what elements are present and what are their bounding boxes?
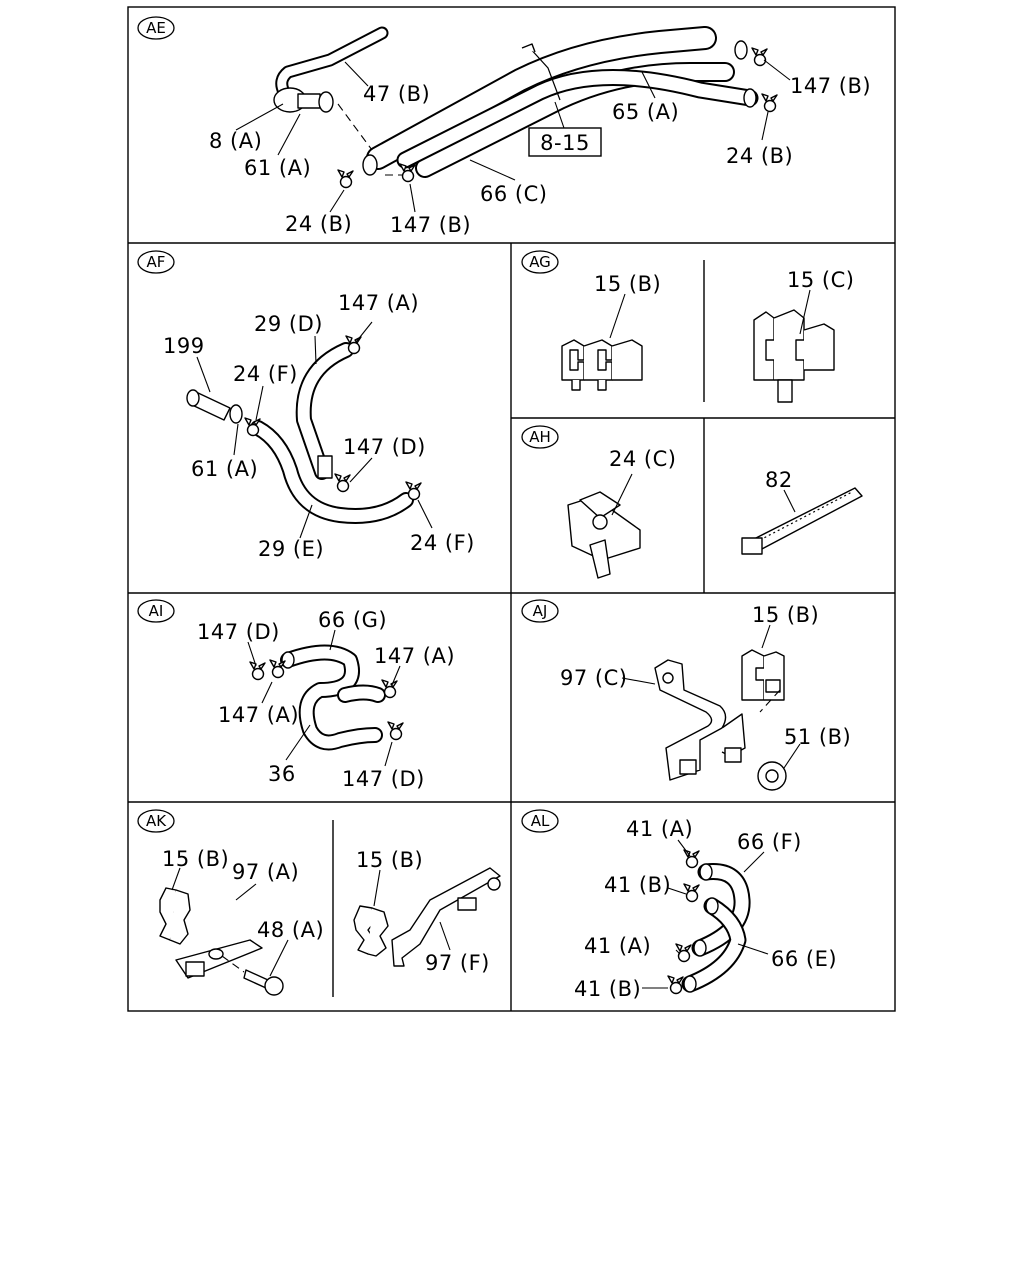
clip-24-c [567, 491, 641, 579]
panel-id-ai: AI [149, 602, 164, 620]
bracket-97-c [654, 659, 746, 781]
label-65-a: 65 (A) [612, 100, 679, 124]
label-15-b: 15 (B) [594, 272, 661, 296]
label-147-a: 147 (A) [338, 291, 419, 315]
label-97-c: 97 (C) [560, 666, 627, 690]
label-15-b-left: 15 (B) [162, 847, 229, 871]
panel-tag-ae [137, 16, 175, 40]
label-8-a: 8 (A) [209, 129, 262, 153]
reference-box [528, 127, 602, 157]
label-24-b-left: 24 (B) [285, 212, 352, 236]
label-24-f-bottom: 24 (F) [410, 531, 475, 555]
panel-tag-ah [521, 425, 559, 449]
panel-af: AF 147 (A) 29 (D) [137, 250, 475, 561]
hose-assembly-af [186, 335, 422, 524]
panel-tag-ag [521, 250, 559, 274]
label-147-d-top: 147 (D) [197, 620, 280, 644]
label-41-b-bottom: 41 (B) [574, 977, 641, 1001]
panel-id-ah: AH [529, 428, 551, 446]
label-82: 82 [765, 468, 793, 492]
hose-assembly-al [667, 849, 751, 995]
label-15-b-right: 15 (B) [356, 848, 423, 872]
panel-ae: AE [137, 16, 871, 237]
panel-id-ak: AK [146, 812, 167, 830]
label-47-b: 47 (B) [363, 82, 430, 106]
panel-id-al: AL [531, 812, 550, 830]
panel-ah: AH 24 (C) 82 [521, 425, 863, 579]
label-29-e: 29 (E) [258, 537, 324, 561]
bracket-97-a [175, 885, 263, 979]
label-147-d: 147 (D) [343, 435, 426, 459]
panel-tag-ak [137, 809, 175, 833]
panel-tag-ai [137, 599, 175, 623]
reference-box-text: 8-15 [540, 131, 590, 155]
panel-al: AL 41 (A) 66 (F) 41 (B) 41 (A) 66 (E) [521, 809, 837, 1001]
label-147-b-left: 147 (B) [390, 213, 471, 237]
panel-tag-aj [521, 599, 559, 623]
label-147-d-bottom: 147 (D) [342, 767, 425, 791]
label-147-b-right: 147 (B) [790, 74, 871, 98]
label-41-a-bottom: 41 (A) [584, 934, 651, 958]
panel-tag-af [137, 250, 175, 274]
panel-id-ag: AG [529, 253, 551, 271]
clip-15-b-right [353, 905, 389, 957]
cable-tie-82 [741, 487, 863, 555]
nut-51-b [757, 761, 787, 791]
label-147-a-right: 147 (A) [374, 644, 455, 668]
panel-aj: AJ 97 (C) 15 (B) 51 (B) [521, 599, 851, 791]
label-48-a: 48 (A) [257, 918, 324, 942]
bracket-97-f [391, 867, 501, 967]
panel-ak: AK 15 (B) 9 [137, 809, 501, 996]
panel-frames [127, 6, 896, 1012]
label-61-a: 61 (A) [244, 156, 311, 180]
clip-15-b [741, 649, 785, 701]
panel-ai: AI 147 (D) 66 (G) 147 (A) 147 (A) 36 147… [137, 599, 455, 791]
label-36: 36 [268, 762, 296, 786]
panel-ag: AG 15 (B) 15 (C) [521, 250, 854, 403]
label-66-c: 66 (C) [480, 182, 547, 206]
label-61-a: 61 (A) [191, 457, 258, 481]
panel-id-af: AF [147, 253, 166, 271]
label-66-g: 66 (G) [318, 608, 387, 632]
label-66-f: 66 (F) [737, 830, 802, 854]
clip-15-b-left [159, 887, 191, 945]
label-41-a-top: 41 (A) [626, 817, 693, 841]
hose-assembly-ai [249, 644, 404, 751]
panel-id-aj: AJ [533, 602, 548, 620]
clip-15-c [753, 309, 835, 403]
label-97-a: 97 (A) [232, 860, 299, 884]
label-24-c: 24 (C) [609, 447, 676, 471]
label-24-b-right: 24 (B) [726, 144, 793, 168]
hose-assembly-ae [273, 26, 778, 189]
label-29-d: 29 (D) [254, 312, 323, 336]
label-147-a-left: 147 (A) [218, 703, 299, 727]
panel-tag-al [521, 809, 559, 833]
label-24-f-top: 24 (F) [233, 362, 298, 386]
label-15-c: 15 (C) [787, 268, 854, 292]
clip-15-b [561, 339, 643, 391]
label-66-e: 66 (E) [771, 947, 837, 971]
label-199: 199 [163, 334, 205, 358]
label-97-f: 97 (F) [425, 951, 490, 975]
label-15-b: 15 (B) [752, 603, 819, 627]
label-41-b-top: 41 (B) [604, 873, 671, 897]
panel-id-ae: AE [146, 19, 166, 37]
bolt-48-a [243, 969, 284, 996]
label-51-b: 51 (B) [784, 725, 851, 749]
